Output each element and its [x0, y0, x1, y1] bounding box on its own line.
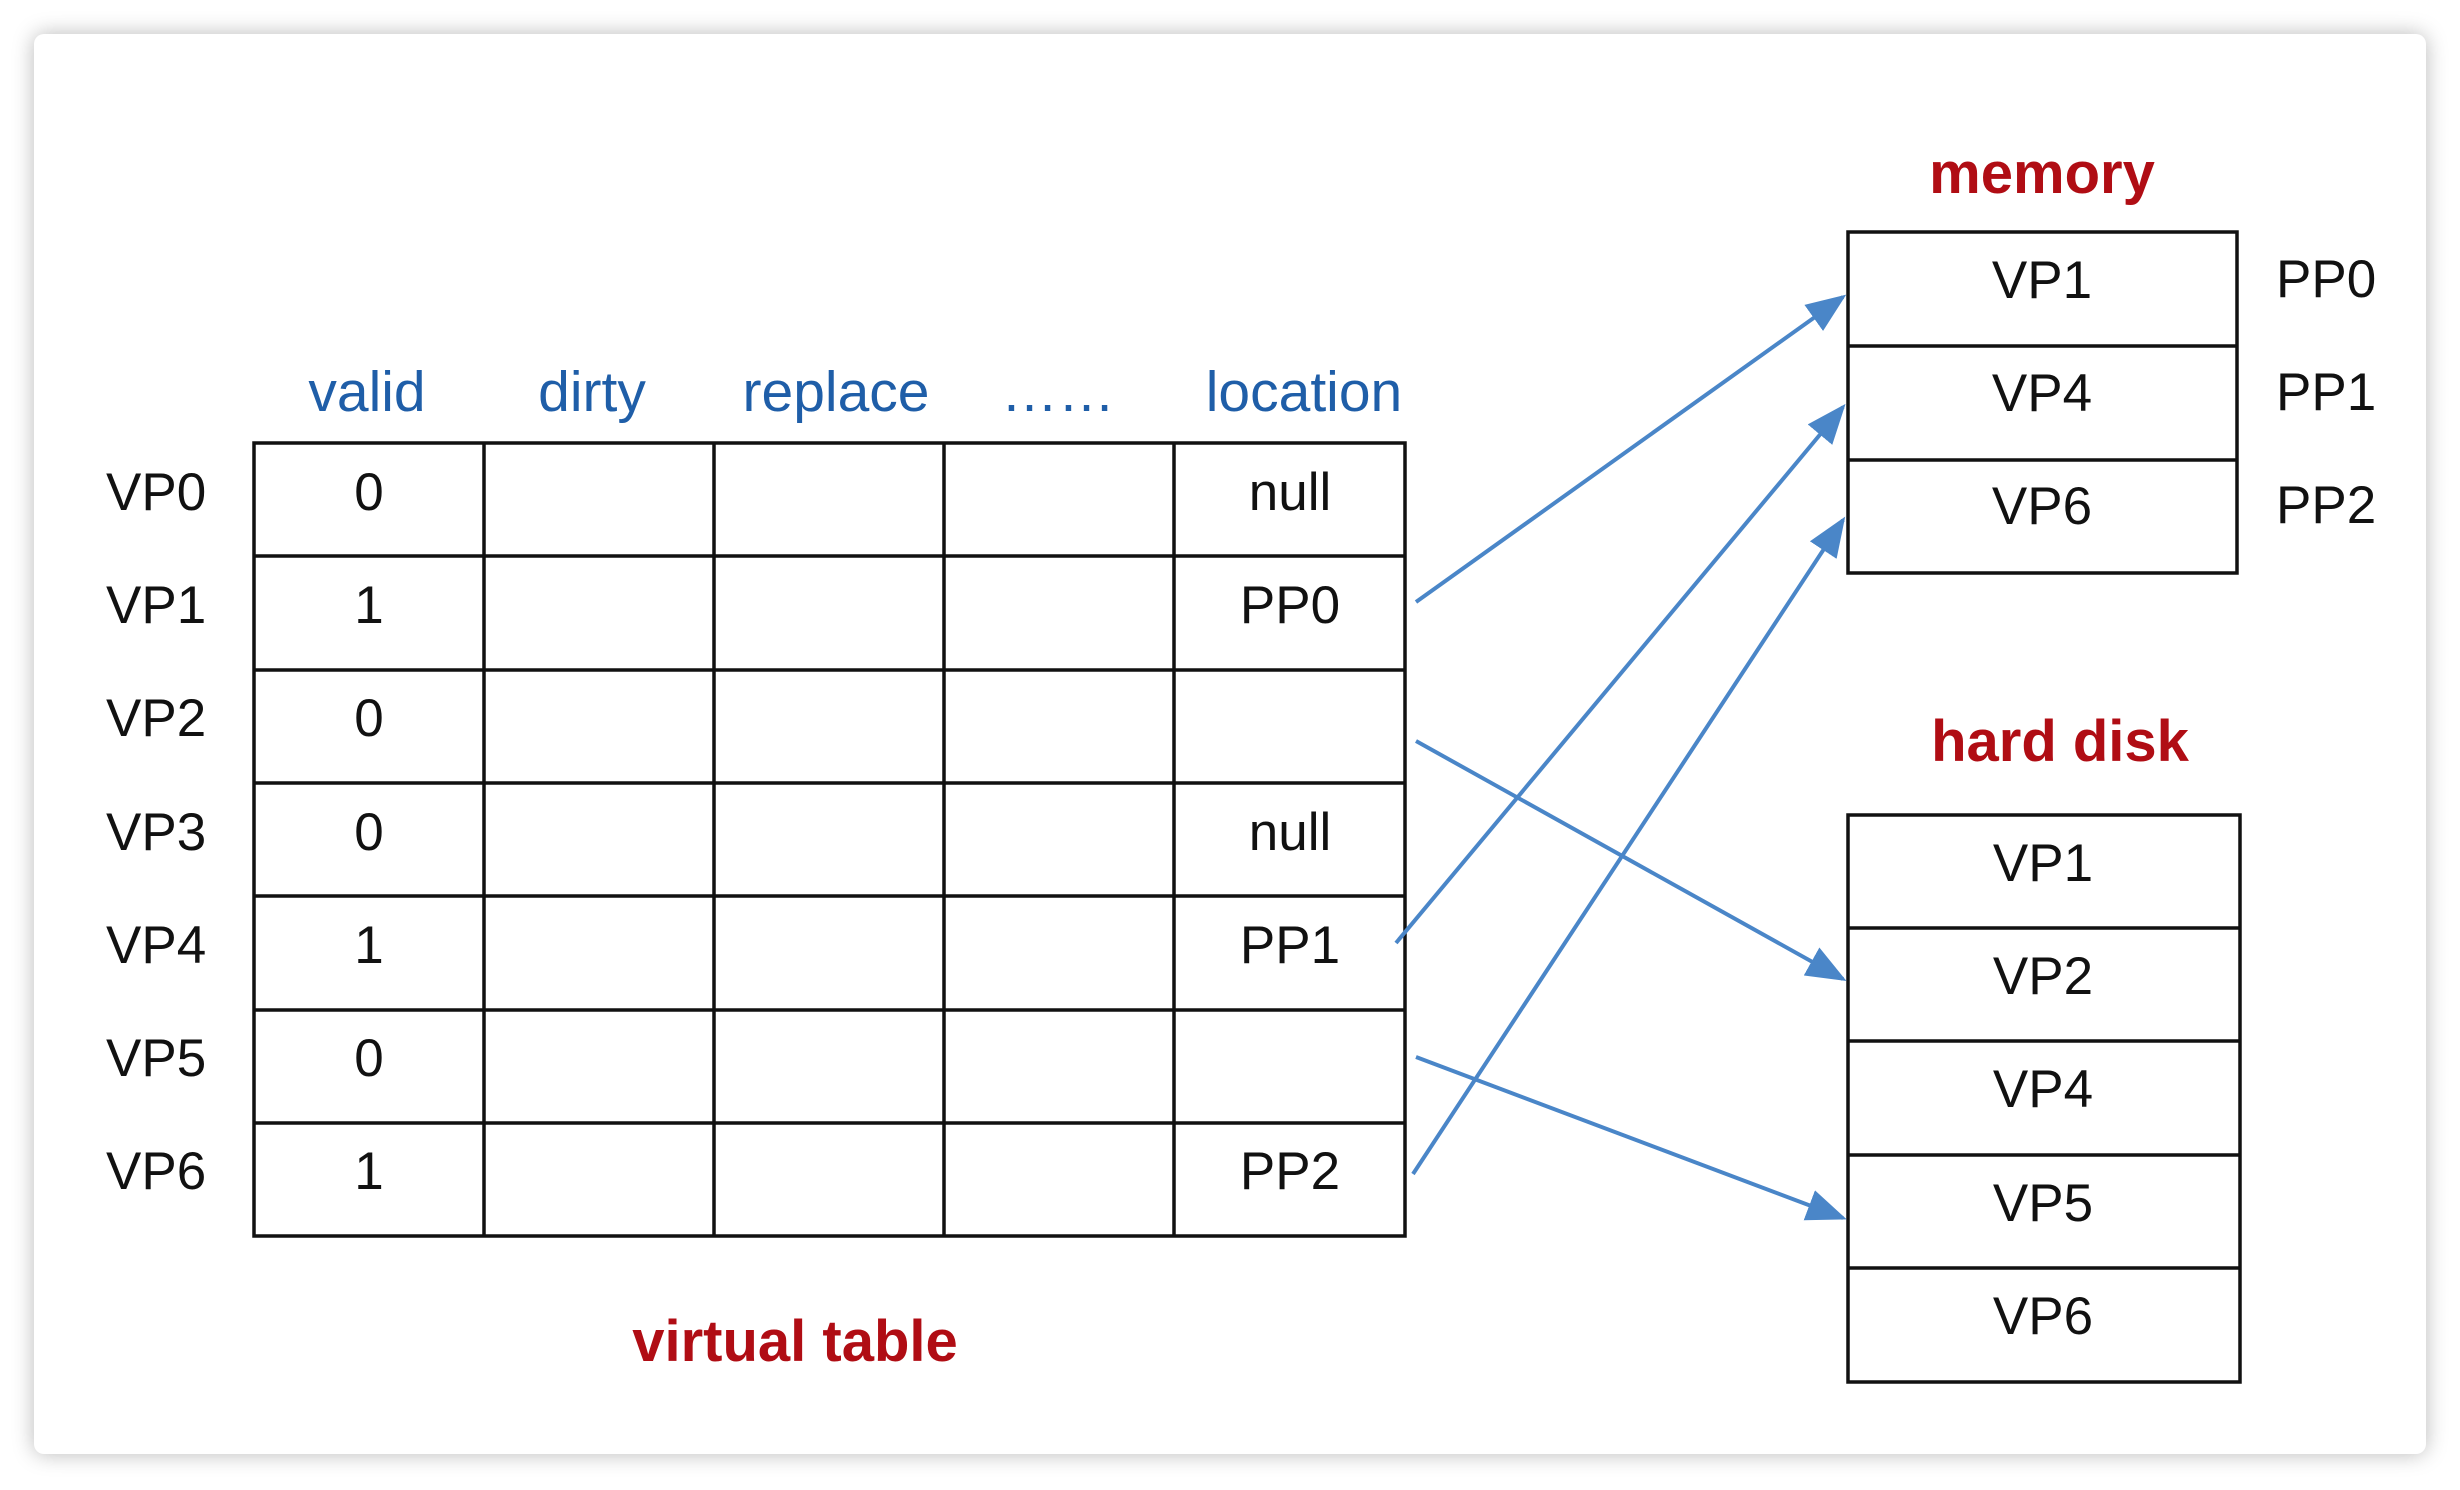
row-label-vp2: VP2: [106, 689, 207, 748]
arrow-vp6-to-memory: [1411, 516, 1846, 1176]
cell-valid-vp2: 0: [354, 689, 384, 748]
memory-frame-label-pp1: PP1: [2276, 363, 2377, 422]
memory-slot-2-page: VP6: [1991, 477, 2093, 536]
arrow-vp4-to-memory: [1394, 403, 1846, 945]
cell-location-vp3: null: [1248, 803, 1332, 862]
hard-disk-grid: [1846, 813, 2242, 1384]
row-label-vp0: VP0: [106, 463, 207, 522]
column-header-ellipsis: ……: [1001, 360, 1115, 424]
disk-slot-3-page: VP5: [1992, 1174, 2094, 1233]
cell-valid-vp0: 0: [354, 463, 384, 522]
diagram-frame: [34, 34, 2426, 1454]
memory-frame-label-pp0: PP0: [2276, 250, 2377, 309]
cell-location-vp0: null: [1248, 463, 1332, 522]
row-label-vp1: VP1: [106, 576, 207, 635]
hard-disk-title: hard disk: [1931, 709, 2189, 774]
column-header-replace: replace: [742, 360, 930, 424]
disk-slot-4-page: VP6: [1992, 1287, 2094, 1346]
memory-title: memory: [1929, 141, 2155, 206]
row-label-vp3: VP3: [106, 803, 207, 862]
memory-grid: [1846, 230, 2239, 575]
cell-location-vp6: PP2: [1239, 1142, 1341, 1201]
row-label-vp5: VP5: [106, 1029, 207, 1088]
virtual-table-title: virtual table: [632, 1309, 958, 1374]
column-header-valid: valid: [308, 360, 426, 424]
disk-slot-1-page: VP2: [1992, 947, 2094, 1006]
row-label-vp4: VP4: [106, 916, 207, 975]
cell-location-vp4: PP1: [1239, 916, 1341, 975]
memory-slot-0-page: VP1: [1991, 251, 2093, 310]
cell-valid-vp5: 0: [354, 1029, 384, 1088]
memory-slot-1-page: VP4: [1991, 364, 2093, 423]
arrow-vp2-to-disk: [1415, 739, 1847, 981]
cell-valid-vp4: 1: [354, 916, 384, 975]
column-header-dirty: dirty: [538, 360, 646, 424]
memory-frame-label-pp2: PP2: [2276, 476, 2377, 535]
cell-location-vp1: PP0: [1239, 576, 1341, 635]
disk-slot-0-page: VP1: [1992, 834, 2094, 893]
cell-valid-vp1: 1: [354, 576, 384, 635]
cell-valid-vp6: 1: [354, 1142, 384, 1201]
column-header-location: location: [1205, 360, 1403, 424]
virtual-table-grid: [252, 441, 1407, 1238]
arrow-vp1-to-memory: [1414, 294, 1847, 604]
disk-slot-2-page: VP4: [1992, 1060, 2094, 1119]
cell-valid-vp3: 0: [354, 803, 384, 862]
row-label-vp6: VP6: [106, 1142, 207, 1201]
arrow-vp5-to-disk: [1415, 1055, 1847, 1221]
